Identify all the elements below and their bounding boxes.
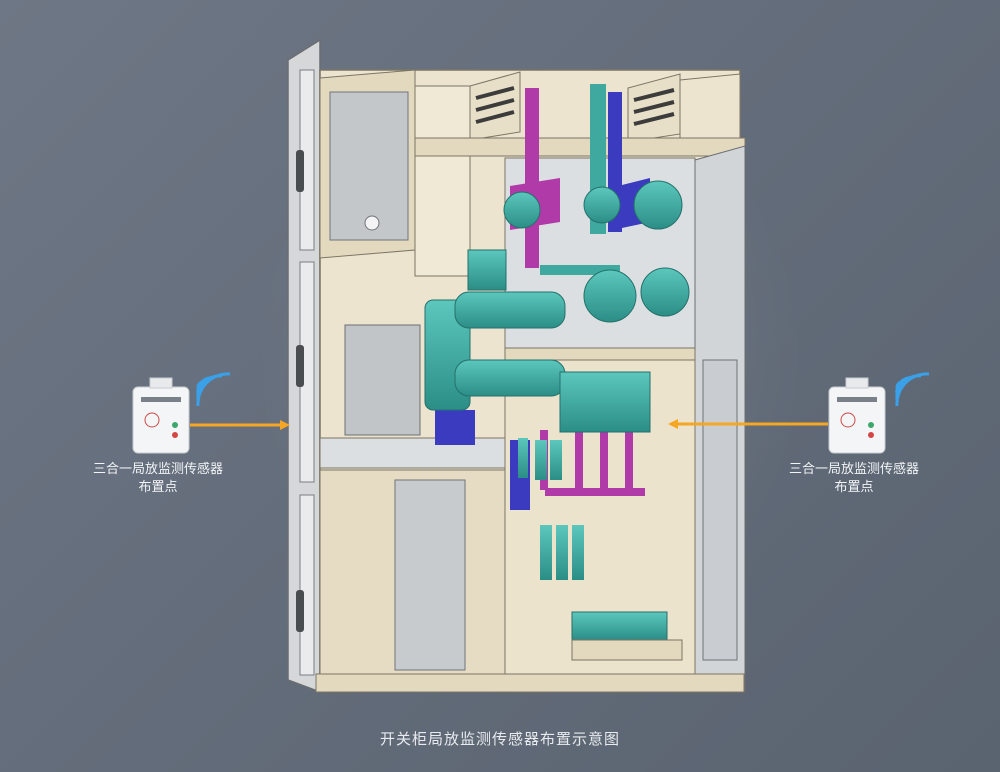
- breaker-insulators: [424, 180, 690, 580]
- wifi-icon: [196, 372, 231, 407]
- sensor-left-label: 三合一局放监测传感器 布置点: [78, 461, 238, 497]
- diagram-caption: 开关柜局放监测传感器布置示意图: [379, 730, 620, 748]
- sensor-right-label-line2: 布置点: [834, 480, 874, 495]
- sensor-left: [132, 377, 190, 454]
- sensor-right-label-line1: 三合一局放监测传感器: [788, 462, 919, 477]
- wifi-icon: [895, 372, 930, 407]
- switchgear-cabinet: [287, 38, 746, 694]
- sensor-right-label: 三合一局放监测传感器 布置点: [774, 461, 934, 497]
- arrow-right: [668, 419, 828, 429]
- sensor-right: [828, 377, 886, 454]
- sensor-left-label-line2: 布置点: [138, 480, 178, 495]
- arrow-left: [190, 420, 290, 430]
- sensor-left-label-line1: 三合一局放监测传感器: [92, 462, 223, 477]
